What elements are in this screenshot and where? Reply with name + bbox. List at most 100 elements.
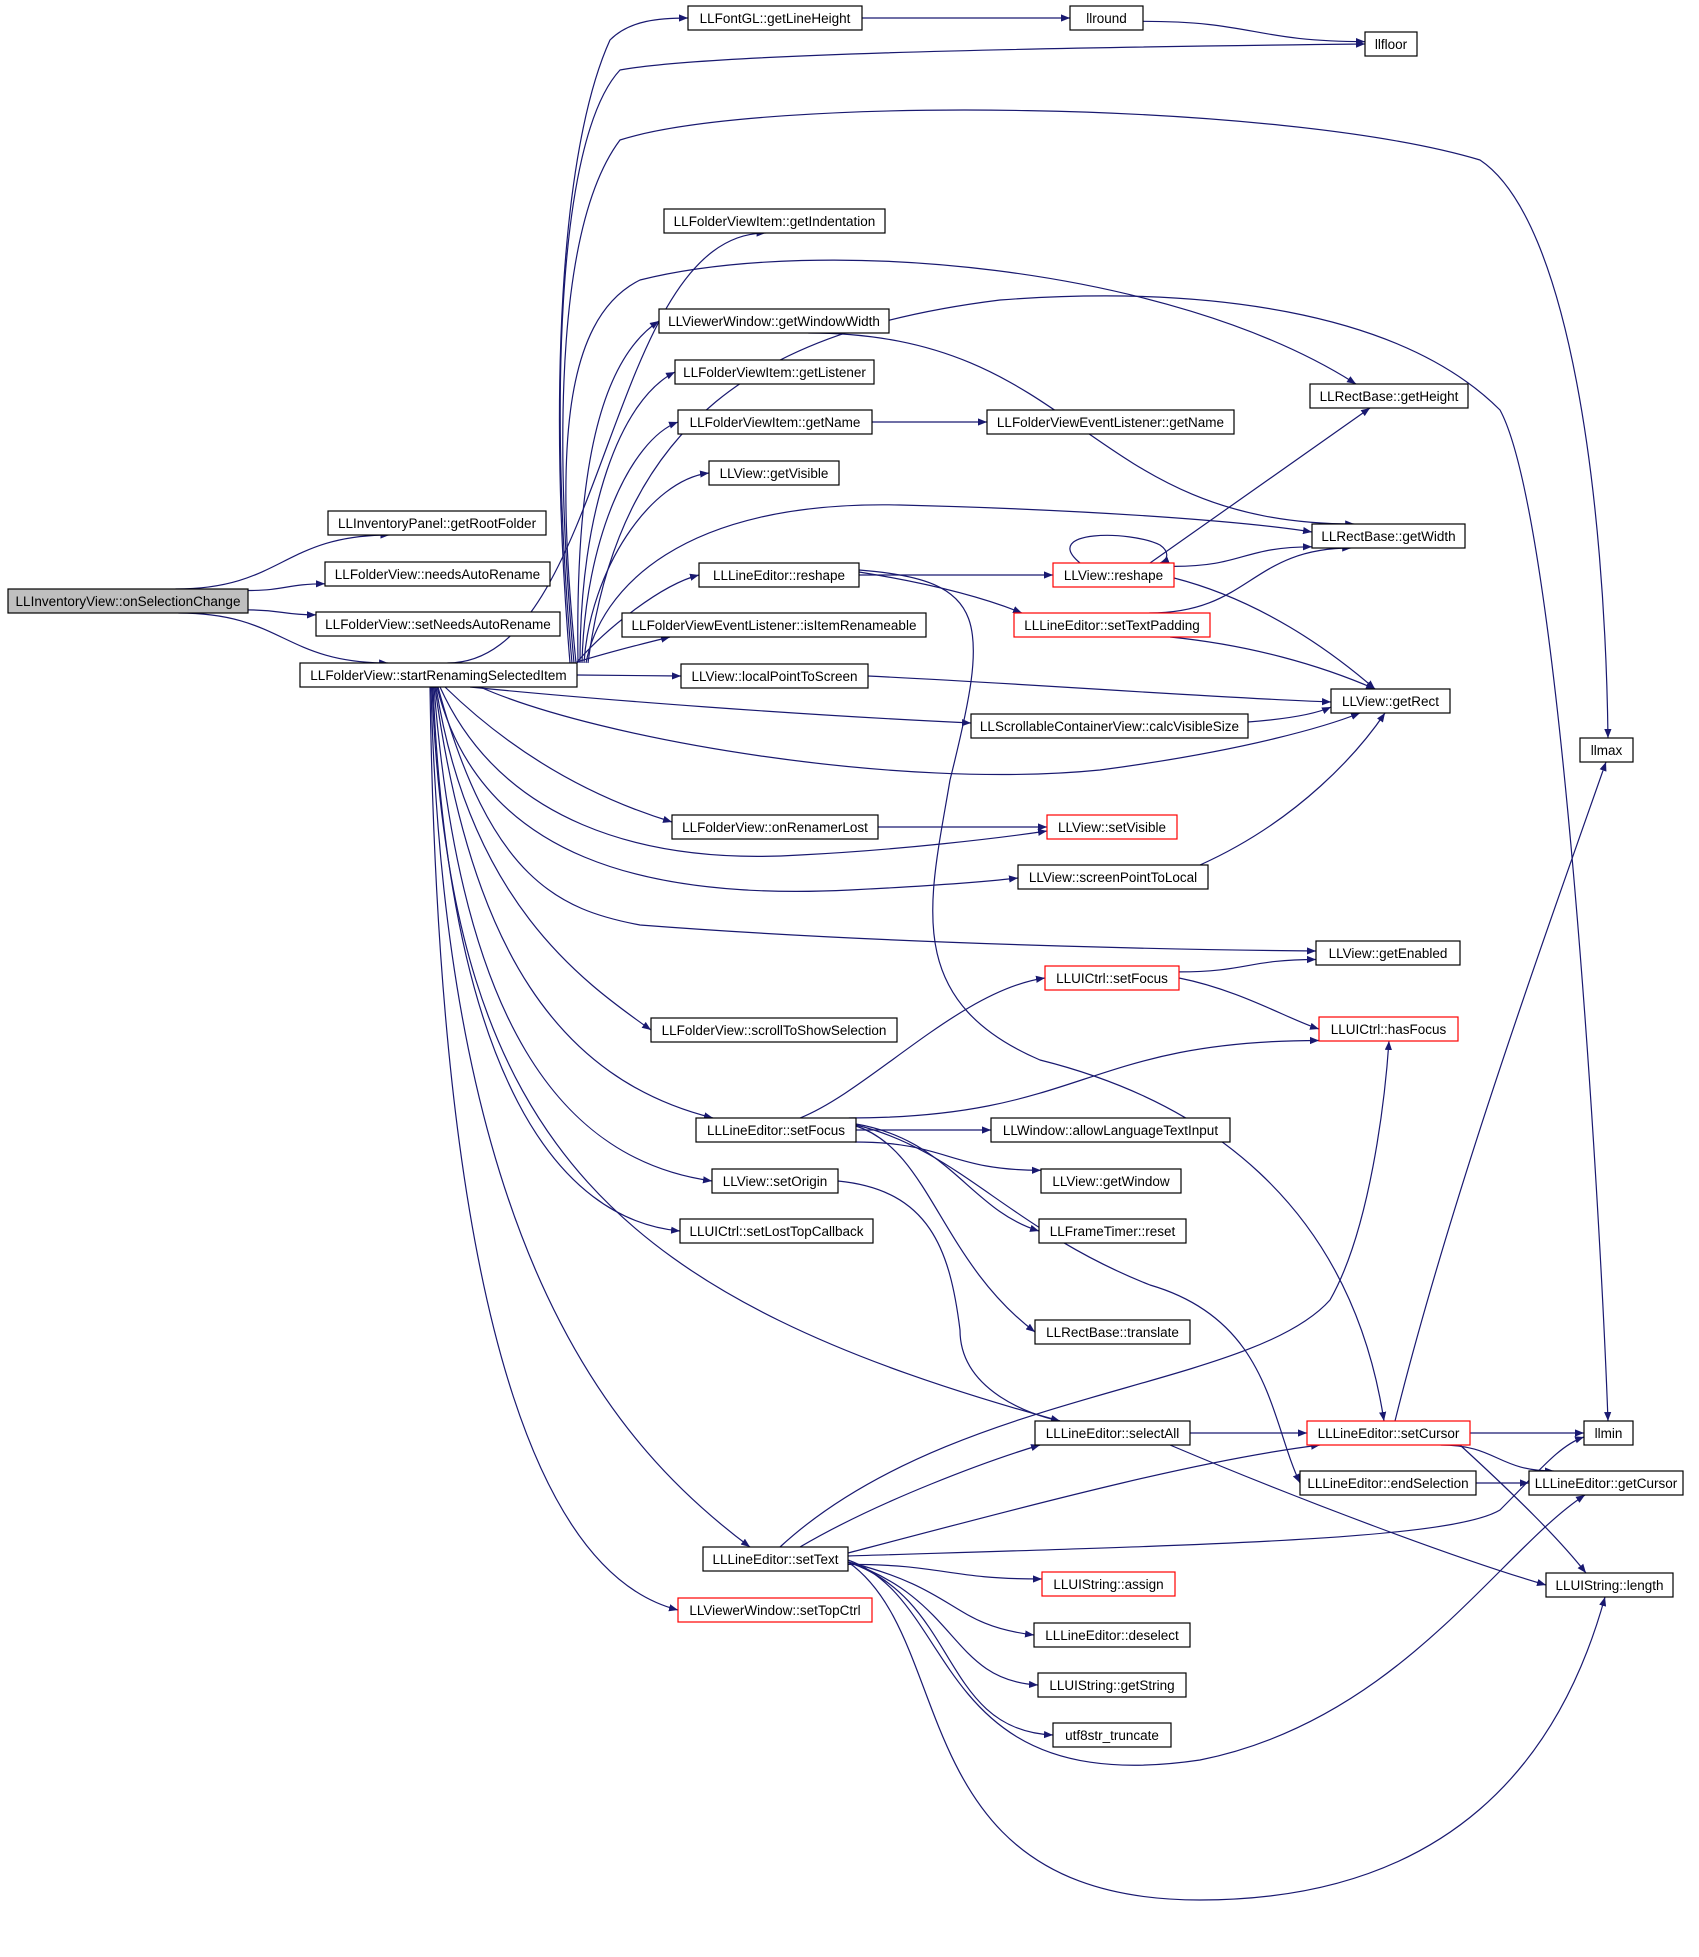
edge-n4-n33 (433, 686, 713, 1184)
node-label: LLView::setOrigin (723, 1174, 828, 1189)
node-label: LLUIString::getString (1049, 1678, 1174, 1693)
node-n24[interactable]: LLFolderView::onRenamerLost (671, 814, 879, 840)
node-n28[interactable]: LLUICtrl::setFocus (1044, 965, 1180, 991)
node-box (7, 588, 249, 614)
node-n7[interactable]: llfloor (1364, 31, 1418, 57)
node-label: LLRectBase::getWidth (1321, 529, 1455, 544)
node-n30[interactable]: LLUICtrl::hasFocus (1318, 1016, 1459, 1042)
node-box (1315, 940, 1461, 966)
node-n1[interactable]: LLInventoryPanel::getRootFolder (327, 510, 547, 536)
node-label: LLUIString::assign (1053, 1577, 1163, 1592)
node-n17[interactable]: LLView::reshape (1052, 562, 1175, 588)
node-n3[interactable]: LLFolderView::setNeedsAutoRename (315, 611, 561, 637)
node-n15[interactable]: LLRectBase::getWidth (1311, 523, 1466, 549)
node-label: LLFolderViewEventListener::getName (997, 415, 1224, 430)
node-n40[interactable]: llmin (1583, 1420, 1634, 1446)
node-label: LLScrollableContainerView::calcVisibleSi… (980, 719, 1239, 734)
node-n10[interactable]: LLFolderViewItem::getListener (674, 359, 875, 385)
node-n11[interactable]: LLFolderViewItem::getName (677, 409, 873, 435)
node-label: LLView::setVisible (1058, 820, 1166, 835)
node-n22[interactable]: LLScrollableContainerView::calcVisibleSi… (970, 713, 1249, 739)
node-n44[interactable]: LLUIString::length (1545, 1572, 1674, 1598)
edge-n43-n45 (847, 1563, 1043, 1583)
node-label: LLView::screenPointToLocal (1029, 870, 1197, 885)
node-label: LLFolderView::setNeedsAutoRename (325, 617, 551, 632)
node-box (990, 1117, 1231, 1143)
edge-n4-n43 (430, 686, 751, 1548)
node-box (1034, 1420, 1191, 1446)
edge-n43-n40 (847, 1436, 1585, 1557)
node-n6[interactable]: llround (1069, 5, 1144, 31)
node-n37[interactable]: LLRectBase::translate (1034, 1319, 1191, 1345)
node-n20[interactable]: LLView::localPointToScreen (680, 663, 869, 689)
node-n19[interactable]: LLLineEditor::setTextPadding (1013, 612, 1211, 638)
node-label: LLLineEditor::deselect (1045, 1628, 1179, 1643)
edge-n43-n39 (847, 1442, 1321, 1554)
node-box (1364, 31, 1418, 57)
node-n45[interactable]: LLUIString::assign (1041, 1571, 1176, 1597)
node-label: LLUICtrl::setFocus (1056, 971, 1168, 986)
node-n25[interactable]: LLView::setVisible (1046, 814, 1178, 840)
node-box (698, 562, 860, 588)
node-n38[interactable]: LLLineEditor::selectAll (1034, 1420, 1191, 1446)
node-n5[interactable]: LLFontGL::getLineHeight (687, 5, 863, 31)
node-n39[interactable]: LLLineEditor::setCursor (1306, 1420, 1471, 1446)
node-n14[interactable]: LLRectBase::getHeight (1309, 383, 1469, 409)
node-n33[interactable]: LLView::setOrigin (711, 1168, 839, 1194)
edge-n31-n41 (855, 1124, 1301, 1484)
node-n27[interactable]: LLView::getEnabled (1315, 940, 1461, 966)
node-n49[interactable]: utf8str_truncate (1052, 1722, 1172, 1748)
node-n42[interactable]: LLLineEditor::getCursor (1528, 1470, 1684, 1496)
edge-n39-n42 (1440, 1444, 1554, 1475)
node-n31[interactable]: LLLineEditor::setFocus (695, 1117, 857, 1143)
edge-n22-n21 (1247, 706, 1332, 723)
node-label: LLFontGL::getLineHeight (700, 11, 851, 26)
node-n47[interactable]: LLLineEditor::deselect (1033, 1622, 1191, 1648)
edge-n17-n17 (1069, 534, 1170, 564)
edge-n4-n26 (436, 686, 1019, 893)
edge-n4-n46 (429, 686, 679, 1612)
node-n0[interactable]: LLInventoryView::onSelectionChange (7, 588, 249, 614)
edge-n4-n7 (559, 40, 1366, 664)
node-label: LLLineEditor::endSelection (1307, 1476, 1468, 1491)
node-n13[interactable]: LLView::getVisible (708, 460, 840, 486)
node-label: LLUICtrl::hasFocus (1331, 1022, 1447, 1037)
edge-n4-n8 (447, 229, 766, 664)
node-n41[interactable]: LLLineEditor::endSelection (1299, 1470, 1477, 1496)
node-n21[interactable]: LLView::getRect (1330, 688, 1451, 714)
node-n2[interactable]: LLFolderView::needsAutoRename (324, 561, 551, 587)
edge-n43-n44 (847, 1561, 1607, 1901)
node-n34[interactable]: LLView::getWindow (1040, 1168, 1182, 1194)
node-n9[interactable]: LLViewerWindow::getWindowWidth (658, 308, 890, 334)
node-n32[interactable]: LLWindow::allowLanguageTextInput (990, 1117, 1231, 1143)
node-n16[interactable]: LLLineEditor::reshape (698, 562, 860, 588)
node-n48[interactable]: LLUIString::getString (1037, 1672, 1187, 1698)
node-box (674, 359, 875, 385)
edges-layer (175, 14, 1612, 1901)
edge-n31-n30 (848, 1036, 1320, 1119)
node-box (299, 662, 578, 688)
edge-n43-n30 (779, 1040, 1392, 1548)
node-n23[interactable]: llmax (1579, 737, 1634, 763)
node-n29[interactable]: LLFolderView::scrollToShowSelection (650, 1017, 898, 1043)
node-n18[interactable]: LLFolderViewEventListener::isItemRenamea… (621, 612, 927, 638)
node-box (677, 1597, 873, 1623)
edge-n4-n38 (431, 686, 1061, 1423)
node-n26[interactable]: LLView::screenPointToLocal (1017, 864, 1209, 890)
node-n8[interactable]: LLFolderViewItem::getIndentation (663, 208, 886, 234)
node-label: LLInventoryPanel::getRootFolder (338, 516, 537, 531)
edge-n39-n44 (1459, 1444, 1587, 1574)
edge-n16-n19 (858, 571, 1023, 614)
node-label: LLView::getRect (1342, 694, 1439, 709)
node-n46[interactable]: LLViewerWindow::setTopCtrl (677, 1597, 873, 1623)
node-n12[interactable]: LLFolderViewEventListener::getName (986, 409, 1235, 435)
node-n35[interactable]: LLUICtrl::setLostTopCallback (679, 1218, 874, 1244)
edge-n0-n2 (247, 580, 326, 592)
node-n4[interactable]: LLFolderView::startRenamingSelectedItem (299, 662, 578, 688)
node-n36[interactable]: LLFrameTimer::reset (1038, 1218, 1187, 1244)
edge-n38-n44 (1169, 1444, 1547, 1586)
edge-n17-n14 (1149, 407, 1371, 564)
node-n43[interactable]: LLLineEditor::setText (702, 1546, 849, 1572)
node-label: LLFolderView::needsAutoRename (335, 567, 540, 582)
